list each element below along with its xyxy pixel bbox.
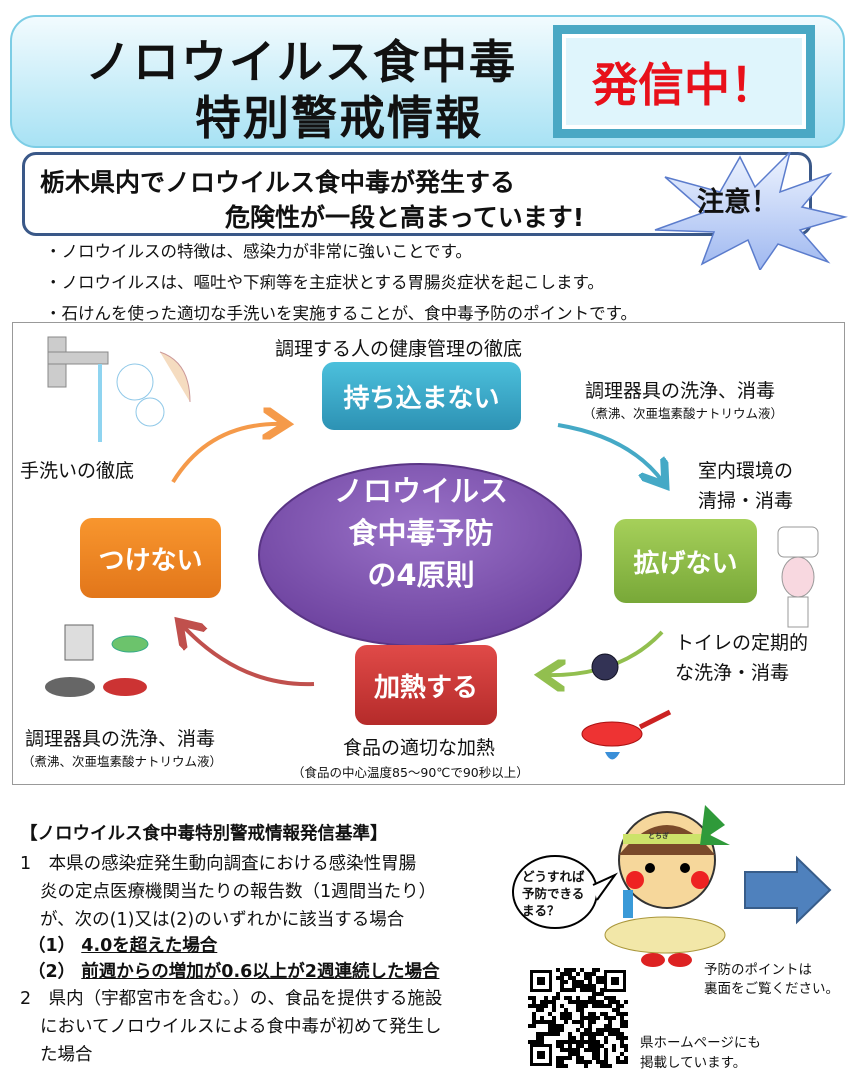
criteria-item1-line1: 1 本県の感染症発生動向調査における感染性胃腸 xyxy=(20,854,417,874)
utensil-clean-label-right: 調理器具の洗浄、消毒 xyxy=(585,380,776,402)
center-title: ノロウイルス 食中毒予防 の4原則 xyxy=(260,470,582,596)
mascot-headband-text: とちぎ xyxy=(648,832,669,840)
criteria-sub1: 4.0を超えた場合 xyxy=(81,936,218,956)
toilet-clean-line2: な洗浄・消毒 xyxy=(675,662,790,684)
title-line1: ノロウイルス食中毒 xyxy=(85,35,517,89)
proper-heating-note: （食品の中心温度85～90℃で90秒以上） xyxy=(292,765,529,780)
criteria-item2-line3: た場合 xyxy=(40,1045,93,1065)
room-clean-line2: 清掃・消毒 xyxy=(698,490,794,512)
warning-line1: 栃木県内でノロウイルス食中毒が発生する xyxy=(40,168,516,197)
alert-badge-text: 発信中！ xyxy=(566,38,802,125)
speech-line3: まる？ xyxy=(522,903,560,918)
back-note-line1: 予防のポイントは xyxy=(704,962,812,978)
warning-line2: 危険性が一段と高まっています! xyxy=(225,203,585,232)
toilet-clean-line1: トイレの定期的 xyxy=(675,632,809,654)
handwash-label: 手洗いの徹底 xyxy=(20,460,135,482)
principle-bring-in: 持ち込まない xyxy=(322,362,521,430)
principles-diagram xyxy=(12,322,845,785)
bullet-1: ・ノロウイルスの特徴は、感染力が非常に強いことです。 xyxy=(45,242,472,261)
criteria-title: 【ノロウイルス食中毒特別警戒情報発信基準】 xyxy=(20,824,388,844)
criteria-item1-line2: 炎の定点医療機関当たりの報告数（1週間当たり） xyxy=(40,882,437,902)
criteria-sub2: 前週からの増加が0.6以上が2週連続した場合 xyxy=(81,962,440,982)
center-title-line3: の4原則 xyxy=(367,558,475,592)
web-note-line2: 掲載しています。 xyxy=(640,1055,747,1071)
criteria-sub2-number: （2） xyxy=(28,962,76,982)
utensil-clean-note-left: （煮沸、次亜塩素酸ナトリウム液） xyxy=(22,754,223,769)
title-line2: 特別警戒情報 xyxy=(195,91,483,145)
speech-line1: どうすれば xyxy=(522,869,585,884)
center-title-line2: 食中毒予防 xyxy=(348,516,494,550)
criteria-item2-line1: 2 県内（宇都宮市を含む。）の、食品を提供する施設 xyxy=(20,989,443,1009)
cycle-arrows xyxy=(45,336,819,760)
back-note-line2: 裏面をご覧ください。 xyxy=(704,981,839,997)
caution-text: 注意！ xyxy=(697,187,778,218)
back-page-note: 予防のポイントは 裏面をご覧ください。 xyxy=(704,961,839,999)
bullet-3: ・石けんを使った適切な手洗いを実施することが、食中毒予防のポイントです。 xyxy=(45,304,638,323)
room-clean-line1: 室内環境の xyxy=(698,460,794,482)
utensil-clean-label-left: 調理器具の洗浄、消毒 xyxy=(25,728,216,750)
alert-badge: 発信中！ xyxy=(553,25,815,138)
principle-spread: 拡げない xyxy=(614,519,757,603)
mascot-speech: どうすれば 予防できる まる？ xyxy=(522,868,585,919)
utensil-clean-note-right: （煮沸、次亜塩素酸ナトリウム液） xyxy=(583,406,784,421)
principle-heat: 加熱する xyxy=(355,645,497,725)
web-note-line1: 県ホームページにも xyxy=(640,1035,761,1051)
principle-attach: つけない xyxy=(80,518,221,598)
criteria-item2-line2: においてノロウイルスによる食中毒が初めて発生し xyxy=(40,1017,442,1037)
mascot-illustration xyxy=(512,805,832,967)
website-note: 県ホームページにも 掲載しています。 xyxy=(640,1033,761,1073)
bullet-2: ・ノロウイルスは、嘔吐や下痢等を主症状とする胃腸炎症状を起こします。 xyxy=(45,273,604,292)
speech-line2: 予防できる xyxy=(522,886,585,901)
center-title-line1: ノロウイルス xyxy=(333,474,508,508)
health-management-label: 調理する人の健康管理の徹底 xyxy=(275,338,523,360)
criteria-sub1-number: （1） xyxy=(28,936,76,956)
qr-code-icon[interactable] xyxy=(528,968,628,1068)
caution-burst-icon xyxy=(654,152,848,270)
proper-heating-label: 食品の適切な加熱 xyxy=(343,737,496,759)
criteria-item1-line3: が、次の(1)又は(2)のいずれかに該当する場合 xyxy=(40,910,405,930)
